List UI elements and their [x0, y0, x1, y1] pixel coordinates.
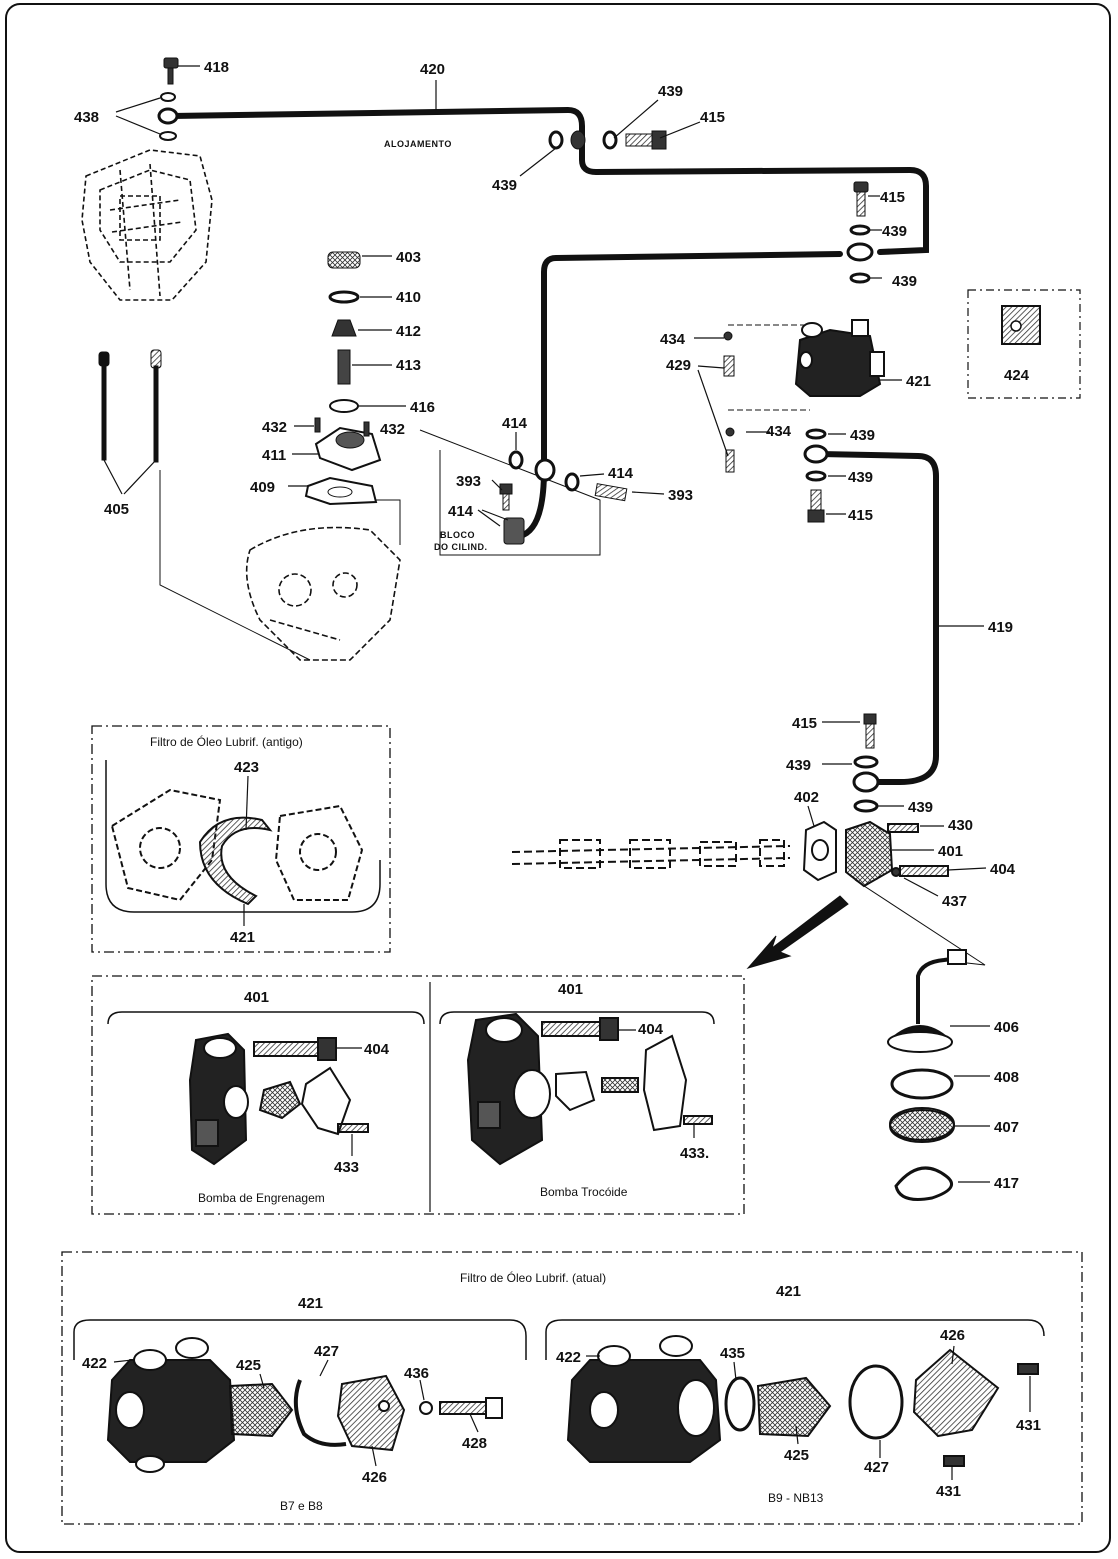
label-401-c: 401 [558, 981, 583, 998]
label-bloco-1: BLOCO [440, 530, 475, 540]
label-436: 436 [404, 1365, 429, 1382]
label-439-b: 439 [492, 177, 517, 194]
caption-b9-nb13: B9 - NB13 [768, 1491, 824, 1505]
dipsticks-405 [98, 349, 162, 495]
label-411: 411 [262, 447, 286, 464]
caption-bomba-trocoide: Bomba Trocóide [540, 1185, 628, 1199]
label-413: 413 [396, 357, 421, 374]
label-439-h: 439 [908, 799, 933, 816]
label-439-c: 439 [882, 223, 907, 240]
caption-bomba-engrenagem: Bomba de Engrenagem [198, 1191, 325, 1205]
label-428: 428 [462, 1435, 487, 1452]
callout-leaders [113, 65, 1031, 1480]
label-438: 438 [74, 109, 99, 126]
caption-filtro-atual: Filtro de Óleo Lubrif. (atual) [460, 1270, 606, 1285]
label-408: 408 [994, 1069, 1019, 1086]
label-425-b: 425 [784, 1447, 809, 1464]
label-424: 424 [1004, 367, 1030, 384]
label-439-a: 439 [658, 83, 683, 100]
timing-cover-sketch [245, 526, 401, 661]
label-393-b: 393 [668, 487, 693, 504]
label-439-f: 439 [848, 469, 873, 486]
label-404-a: 404 [990, 861, 1016, 878]
label-401-a: 401 [938, 843, 963, 860]
label-415-a: 415 [700, 109, 725, 126]
label-431-a: 431 [1016, 1417, 1041, 1434]
label-418: 418 [204, 59, 229, 76]
caption-b7-b8: B7 e B8 [280, 1499, 323, 1513]
label-439-d: 439 [892, 273, 917, 290]
label-422-b: 422 [556, 1349, 581, 1366]
label-393-a: 393 [456, 473, 481, 490]
label-439-g: 439 [786, 757, 811, 774]
label-432-b: 432 [380, 421, 405, 438]
label-bloco-2: DO CILIND. [434, 542, 488, 552]
label-421-b: 421 [230, 929, 255, 946]
part-number-labels: 418 438 420 439 415 439 415 439 439 403 … [74, 59, 1041, 1513]
label-alojamento: ALOJAMENTO [384, 139, 452, 149]
oil-line-419 [817, 451, 939, 785]
label-430: 430 [948, 817, 973, 834]
inset-424 [967, 289, 1081, 399]
label-406: 406 [994, 1019, 1019, 1036]
label-415-c: 415 [848, 507, 873, 524]
label-416: 416 [410, 399, 435, 416]
label-419: 419 [988, 619, 1013, 636]
label-437: 437 [942, 893, 967, 910]
label-434-b: 434 [766, 423, 792, 440]
label-421-c: 421 [298, 1295, 323, 1312]
caption-filtro-antigo: Filtro de Óleo Lubrif. (antigo) [150, 734, 303, 749]
label-433-a: 433 [334, 1159, 359, 1176]
label-414-c: 414 [448, 503, 474, 520]
page-border [5, 3, 1111, 1553]
fittings [157, 57, 880, 813]
label-421-a: 421 [906, 373, 931, 390]
engine-block-sketch [81, 149, 213, 301]
pump-401-assembly [802, 820, 949, 888]
box-filtro-atual [61, 1251, 1083, 1525]
box-filtro-antigo [91, 725, 391, 953]
label-439-e: 439 [850, 427, 875, 444]
label-409: 409 [250, 479, 275, 496]
label-414-b: 414 [608, 465, 634, 482]
label-417: 417 [994, 1175, 1019, 1192]
label-425-a: 425 [236, 1357, 261, 1374]
label-403: 403 [396, 249, 421, 266]
label-434-a: 434 [660, 331, 686, 348]
label-433-b: 433. [680, 1145, 709, 1162]
oil-filter-421-upper [794, 319, 885, 397]
label-420: 420 [420, 61, 445, 78]
label-412: 412 [396, 323, 421, 340]
label-431-b: 431 [936, 1483, 961, 1500]
pump-drive-stack [304, 251, 382, 506]
label-426-a: 426 [362, 1469, 387, 1486]
label-401-b: 401 [244, 989, 269, 1006]
direction-arrow [746, 895, 849, 969]
label-426-b: 426 [940, 1327, 965, 1344]
label-423: 423 [234, 759, 259, 776]
label-404-c: 404 [638, 1021, 664, 1038]
label-429: 429 [666, 357, 691, 374]
label-407: 407 [994, 1119, 1019, 1136]
oil-line-420 [169, 106, 929, 539]
label-404-b: 404 [364, 1041, 390, 1058]
label-405: 405 [104, 501, 129, 518]
label-415-b: 415 [880, 189, 905, 206]
strainer-stack [887, 949, 967, 1201]
label-415-d: 415 [792, 715, 817, 732]
camshaft-sketch [511, 839, 791, 869]
label-421-d: 421 [776, 1283, 801, 1300]
label-414-a: 414 [502, 415, 528, 432]
label-427-a: 427 [314, 1343, 339, 1360]
label-427-b: 427 [864, 1459, 889, 1476]
label-432-a: 432 [262, 419, 287, 436]
label-435: 435 [720, 1345, 745, 1362]
label-422-a: 422 [82, 1355, 107, 1372]
label-410: 410 [396, 289, 421, 306]
label-402: 402 [794, 789, 819, 806]
box-pumps [91, 975, 745, 1215]
